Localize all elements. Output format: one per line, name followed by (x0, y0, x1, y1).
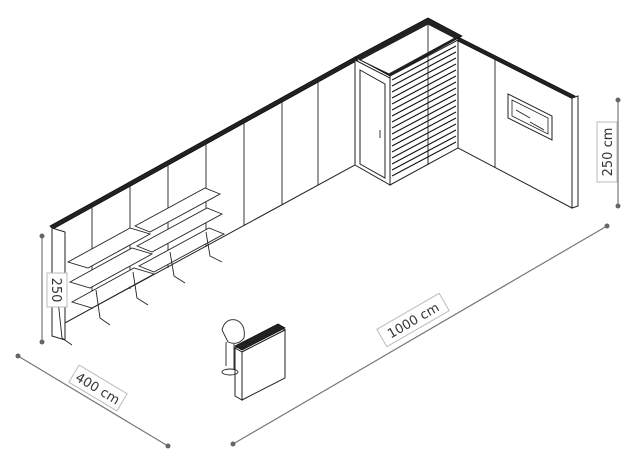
slatted-wall-panel (389, 24, 459, 186)
header-frame (354, 17, 463, 77)
wall-shelving-units (57, 187, 226, 346)
chair (221, 319, 245, 376)
left-height-dimension: 250 (39, 233, 68, 345)
width-dimension: 400 cm (15, 353, 171, 449)
reception-counter (233, 323, 287, 401)
left-height-label: 250 (48, 278, 63, 303)
door (354, 59, 391, 186)
length-dimension: 1000 cm (230, 223, 610, 447)
height-label: 250 cm (601, 128, 616, 177)
wall-mounted-screen (507, 93, 553, 141)
height-dimension: 250 cm (596, 97, 621, 209)
right-wall (457, 36, 579, 209)
